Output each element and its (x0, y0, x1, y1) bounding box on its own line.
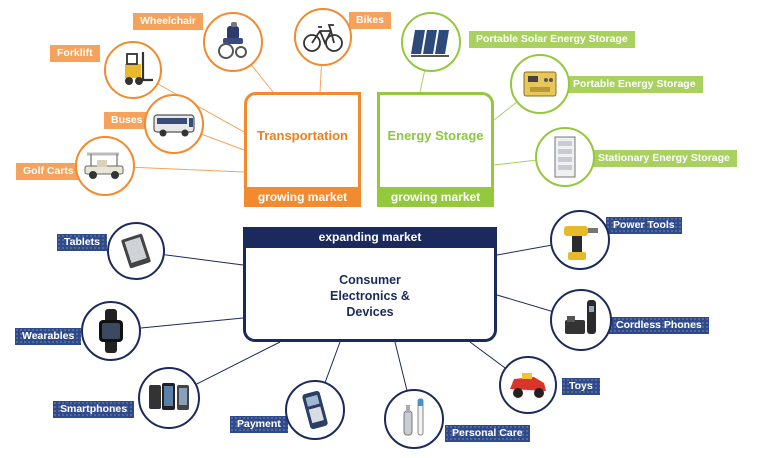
leaf-circle (401, 12, 461, 72)
leaf-label: Bikes (349, 12, 392, 29)
bicycle-icon (303, 24, 343, 52)
leaf-circle (510, 54, 570, 114)
bus-icon (153, 114, 195, 137)
forklift-icon (125, 52, 153, 85)
transportation-footer: growing market (244, 187, 361, 207)
leaf-circle (75, 136, 135, 196)
consumer-header: expanding market (243, 227, 497, 248)
leaf-circle (550, 210, 610, 270)
leaf-label: Golf Carts (16, 163, 81, 180)
energy-storage-title: Energy Storage (387, 128, 484, 143)
transportation-title: Transportation (256, 128, 348, 143)
leaf-label: Portable Solar Energy Storage (469, 31, 635, 48)
energy-storage-footer: growing market (377, 187, 494, 207)
leaf-circle (535, 127, 595, 187)
leaf-label: Tablets (57, 234, 107, 251)
leaf-label: Buses (104, 112, 150, 129)
leaf-circle (550, 289, 612, 351)
payment-terminal-icon (302, 390, 328, 430)
leaf-circle (499, 356, 557, 414)
portable-battery-icon (523, 71, 557, 97)
transportation-hub: Transportation growing market (244, 92, 361, 207)
leaf-circle (104, 41, 162, 99)
leaf-circle (107, 222, 165, 280)
smartphone-icon (149, 383, 189, 410)
leaf-circle (384, 389, 444, 449)
leaf-label: Cordless Phones (609, 317, 709, 334)
leaf-circle (285, 380, 345, 440)
leaf-label: Toys (562, 378, 600, 395)
consumer-electronics-hub: expanding market Consumer Electronics & … (243, 227, 497, 342)
solar-panel-icon (411, 30, 449, 57)
tablet-icon (121, 233, 151, 269)
leaf-circle (144, 94, 204, 154)
drill-icon (564, 226, 598, 260)
leaf-label: Wearables (15, 328, 82, 345)
leaf-circle (203, 12, 263, 72)
leaf-circle (81, 301, 141, 361)
toy-car-icon (510, 373, 546, 398)
leaf-label: Forklift (50, 45, 100, 62)
leaf-label: Payment (230, 416, 288, 433)
smartwatch-icon (99, 309, 123, 353)
battery-cabinet-icon (554, 136, 576, 178)
leaf-label: Personal Care (445, 425, 530, 442)
leaf-circle (294, 8, 352, 66)
toothbrush-icon (403, 398, 424, 436)
energy-storage-hub: Energy Storage growing market (377, 92, 494, 207)
leaf-label: Smartphones (53, 401, 135, 418)
golf-cart-icon (84, 152, 124, 179)
leaf-label: Portable Energy Storage (566, 76, 703, 93)
leaf-circle (138, 367, 200, 429)
cordless-phone-icon (565, 300, 596, 334)
leaf-label: Power Tools (606, 217, 682, 234)
leaf-label: Wheelchair (133, 13, 204, 30)
leaf-label: Stationary Energy Storage (591, 150, 737, 167)
wheelchair-icon (218, 22, 247, 59)
consumer-title: Consumer Electronics & Devices (330, 273, 410, 319)
